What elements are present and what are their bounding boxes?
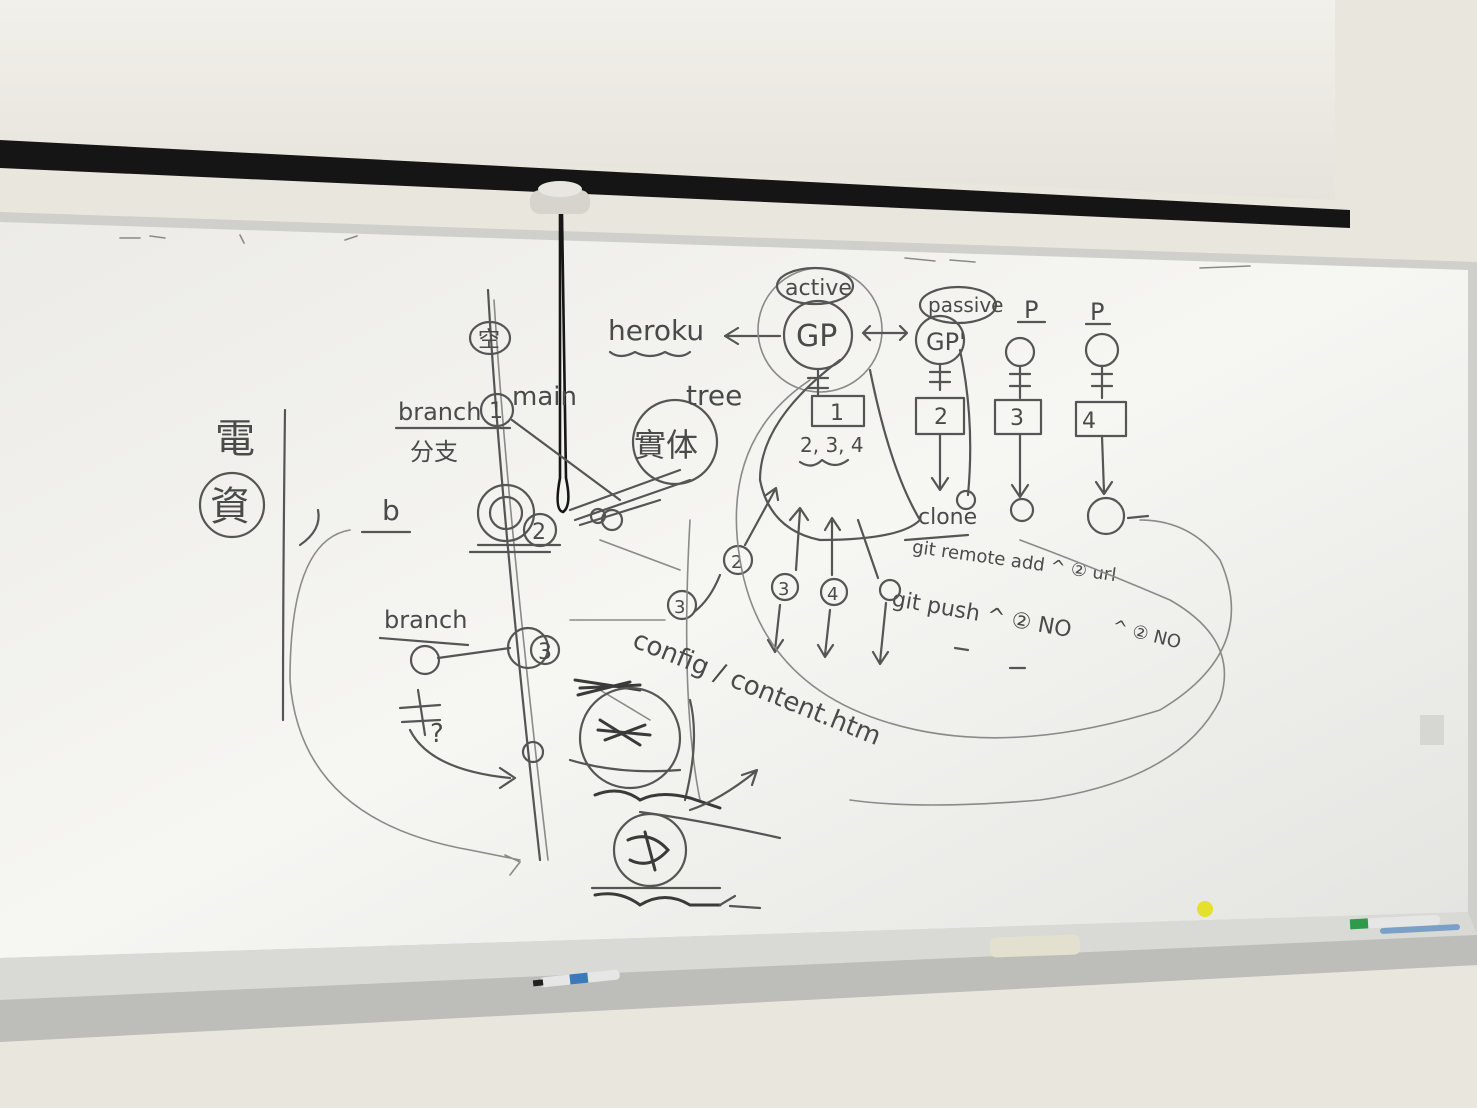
whiteboard-surface [0, 222, 1468, 958]
circle-3a-label: 3 [674, 597, 685, 618]
gp-passive-label: GP' [926, 328, 966, 356]
box-2-label: 2 [934, 405, 948, 430]
box-1-label: 1 [830, 401, 844, 426]
projector-screen [0, 0, 1335, 200]
dian-char: 電 [215, 416, 255, 462]
circle-2-label: 2 [731, 552, 742, 573]
gp-active-label: GP [796, 319, 837, 354]
box-4-label: 4 [1082, 409, 1096, 434]
branch-diagram: 空 1 main branch 分支 2 b 3 branch ? 實体 [289, 288, 742, 876]
branch-label-2: branch [384, 606, 467, 634]
pull-cord [556, 213, 570, 514]
heroku-label: heroku [608, 314, 704, 347]
question-label: ? [430, 719, 444, 749]
entity-label: 實体 [634, 426, 698, 464]
tree-label: tree [686, 379, 742, 412]
eraser [989, 934, 1081, 958]
marker-blue [532, 969, 620, 988]
circle-3b-label: 3 [778, 579, 789, 600]
marker-tray [0, 912, 1477, 1000]
clone-label: clone [918, 505, 977, 530]
active-label: active [785, 276, 852, 301]
p-label-2: P [1090, 298, 1104, 326]
marker-green [1349, 914, 1440, 930]
list-234-label: 2, 3, 4 [800, 433, 864, 457]
box-3-label: 3 [1010, 406, 1024, 431]
node-3-label: 3 [538, 640, 552, 665]
branch-label-1: branch [398, 398, 481, 426]
screen-bar [0, 140, 1350, 228]
branch-zh-label: 分支 [410, 438, 458, 466]
main-label: main [512, 382, 577, 412]
empty-node-label: 空 [478, 328, 500, 353]
p-label-1: P [1024, 296, 1038, 324]
board-smudge [1420, 715, 1444, 745]
faded-writing [119, 234, 1251, 269]
circle-4-label: 4 [827, 584, 838, 605]
b-label: b [382, 494, 400, 527]
node-2-label: 2 [532, 520, 546, 545]
left-chars: 電 資 [198, 408, 287, 722]
passive-label: passive [928, 293, 1004, 317]
zi-char: 資 [210, 484, 250, 530]
node-1-label: 1 [489, 399, 503, 424]
yellow-magnet [1197, 901, 1213, 917]
screen-pull-handle [530, 190, 590, 214]
